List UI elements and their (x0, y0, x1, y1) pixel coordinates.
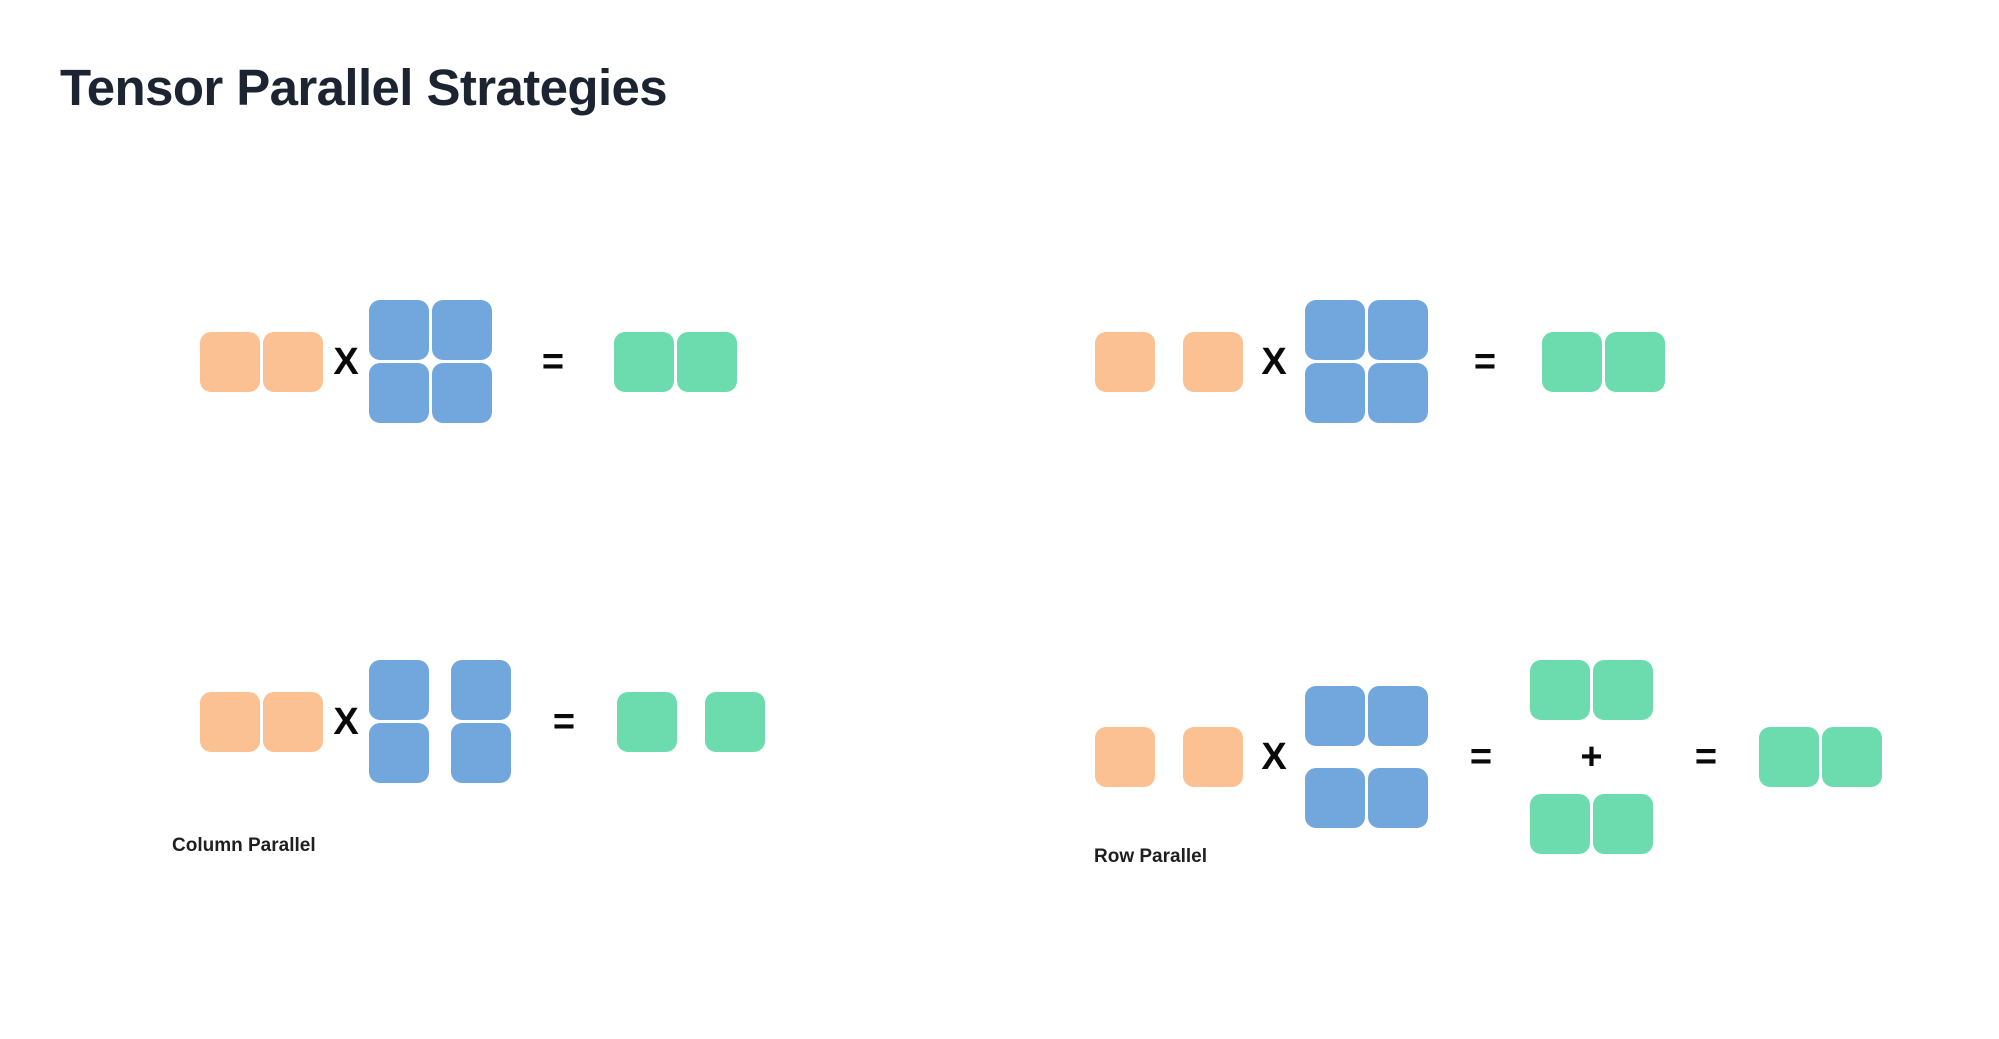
tile-partial-output (1593, 660, 1653, 720)
matrix-partial-output-green-0 (1530, 660, 1653, 720)
tile-output (614, 331, 674, 392)
matrix-weight-blue-row-split (1305, 686, 1428, 828)
tile-input (1095, 331, 1155, 392)
tile-input (200, 691, 260, 752)
partial-output-sum-group: + (1530, 660, 1653, 854)
tile-output (617, 691, 677, 752)
matrix-input-orange (200, 691, 323, 752)
tile-output (1759, 727, 1819, 787)
tile-input (200, 331, 260, 392)
matrix-input-orange-column-split (1095, 331, 1243, 392)
plus-operator: + (1580, 736, 1603, 778)
tile-input (263, 691, 323, 752)
section-label-row-parallel: Row Parallel (1094, 846, 1207, 867)
matrix-output-green-column-split (617, 691, 765, 752)
multiply-operator: X (1261, 340, 1287, 383)
diagram-column-parallel-split: X = (200, 660, 765, 783)
matrix-output-green-final (1759, 727, 1882, 787)
tile-weight (369, 300, 429, 360)
multiply-operator: X (333, 340, 359, 383)
tile-input (1183, 727, 1243, 787)
matrix-weight-blue-column-split (369, 660, 511, 783)
tile-weight (1305, 300, 1365, 360)
equals-operator-final: = (1694, 736, 1718, 778)
section-label-column-parallel: Column Parallel (172, 835, 316, 856)
tile-weight (1368, 768, 1428, 828)
diagram-row-parallel-reference: X = (1095, 300, 1665, 423)
tile-weight (432, 300, 492, 360)
matrix-weight-blue (1305, 300, 1428, 423)
tile-weight (1368, 300, 1428, 360)
tile-output (677, 331, 737, 392)
diagram-column-parallel-reference: X = (200, 300, 737, 423)
matrix-input-orange (200, 331, 323, 392)
tile-weight (1305, 363, 1365, 423)
matrix-output-green (1542, 331, 1665, 392)
equals-operator: = (552, 700, 576, 743)
tile-weight (369, 363, 429, 423)
tile-weight (369, 723, 429, 783)
equals-operator: = (541, 340, 565, 383)
tile-output (1542, 331, 1602, 392)
tile-partial-output (1593, 794, 1653, 854)
tile-weight (451, 660, 511, 720)
page-title: Tensor Parallel Strategies (60, 59, 668, 116)
matrix-weight-blue (369, 300, 492, 423)
tile-weight (432, 363, 492, 423)
equals-operator: = (1469, 736, 1493, 778)
matrix-output-green (614, 331, 737, 392)
diagram-row-parallel-split: X = + = (1095, 660, 1882, 854)
tile-partial-output (1530, 660, 1590, 720)
tile-weight (451, 723, 511, 783)
tile-output (1822, 727, 1882, 787)
tile-input (1095, 727, 1155, 787)
tile-output (1605, 331, 1665, 392)
tile-input (263, 331, 323, 392)
matrix-partial-output-green-1 (1530, 794, 1653, 854)
equals-operator: = (1473, 340, 1497, 383)
tile-output (705, 691, 765, 752)
matrix-input-orange-column-split (1095, 727, 1243, 787)
tile-weight (1305, 686, 1365, 746)
tile-weight (1368, 686, 1428, 746)
tile-input (1183, 331, 1243, 392)
tile-partial-output (1530, 794, 1590, 854)
tile-weight (369, 660, 429, 720)
multiply-operator: X (333, 700, 359, 743)
tile-weight (1305, 768, 1365, 828)
multiply-operator: X (1261, 736, 1287, 778)
tile-weight (1368, 363, 1428, 423)
